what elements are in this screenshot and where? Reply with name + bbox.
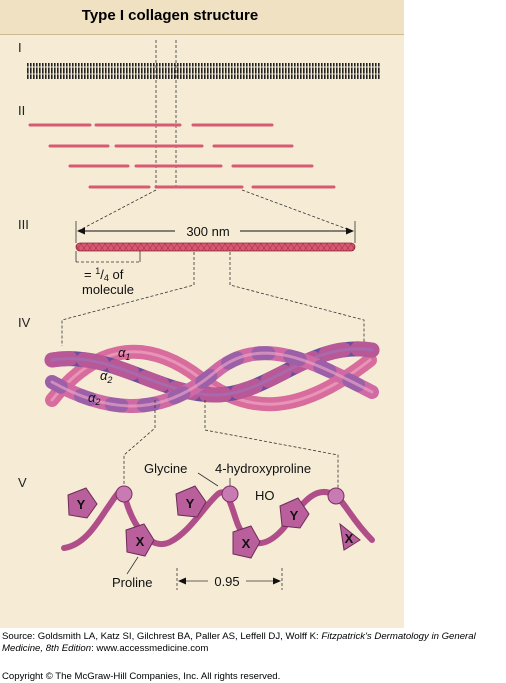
level-label-v: V	[18, 475, 27, 490]
glycine-label: Glycine	[144, 461, 187, 476]
staggered-molecules	[28, 123, 336, 189]
glycine-pointer	[197, 472, 219, 487]
x-residues	[125, 522, 361, 559]
residue-labels: Y Y Y X X X	[77, 496, 354, 551]
expansion-lines-iv-v	[123, 400, 339, 490]
svg-text:Y: Y	[186, 496, 195, 511]
y-residues	[67, 485, 310, 529]
glycine-residues	[115, 485, 345, 505]
proline-label: Proline	[112, 575, 152, 590]
spacing-arrow-left	[178, 577, 186, 585]
polypeptide-chain	[61, 487, 375, 551]
quarter-bracket	[75, 251, 141, 263]
svg-text:Y: Y	[77, 497, 86, 512]
copyright-notice: Copyright © The McGraw-Hill Companies, I…	[2, 671, 281, 682]
quarter-label-line2: molecule	[82, 282, 134, 297]
chain-alpha2-label-b: α2	[88, 390, 100, 407]
chain-alpha2-label-a: α2	[100, 368, 112, 385]
quarter-label: = 1/4 of	[84, 266, 124, 283]
molecule-300nm	[75, 221, 356, 252]
source-citation: Source: Goldsmith LA, Katz SI, Gilchrest…	[2, 631, 476, 654]
level-label-iv: IV	[18, 315, 31, 330]
ho-label: HO	[255, 488, 275, 503]
expansion-lines-iii-iv	[61, 252, 365, 346]
fibril-guide-lines	[155, 40, 177, 187]
svg-text:X: X	[242, 536, 251, 551]
chain-alpha1-label: α1	[118, 345, 130, 362]
spacing-arrow-right	[273, 577, 281, 585]
level-label-i: I	[18, 40, 22, 55]
triple-helix	[44, 341, 380, 413]
level-label-ii: II	[18, 103, 25, 118]
svg-text:X: X	[345, 531, 354, 546]
hydroxyproline-label: 4-hydroxyproline	[215, 461, 311, 476]
spacing-dimension	[176, 568, 283, 590]
level-label-iii: III	[18, 217, 29, 232]
svg-text:X: X	[136, 534, 145, 549]
diagram-title: Type I collagen structure	[81, 7, 259, 24]
banded-fibril	[26, 63, 380, 79]
svg-text:Y: Y	[290, 508, 299, 523]
length-label: 300 nm	[186, 224, 229, 239]
spacing-label: 0.95	[214, 574, 239, 589]
title-bar	[0, 0, 404, 35]
proline-pointer	[126, 556, 139, 575]
collagen-diagram: I II III IV V	[18, 40, 380, 590]
expansion-lines-ii-iii	[75, 189, 356, 233]
figure-panel	[0, 0, 404, 628]
